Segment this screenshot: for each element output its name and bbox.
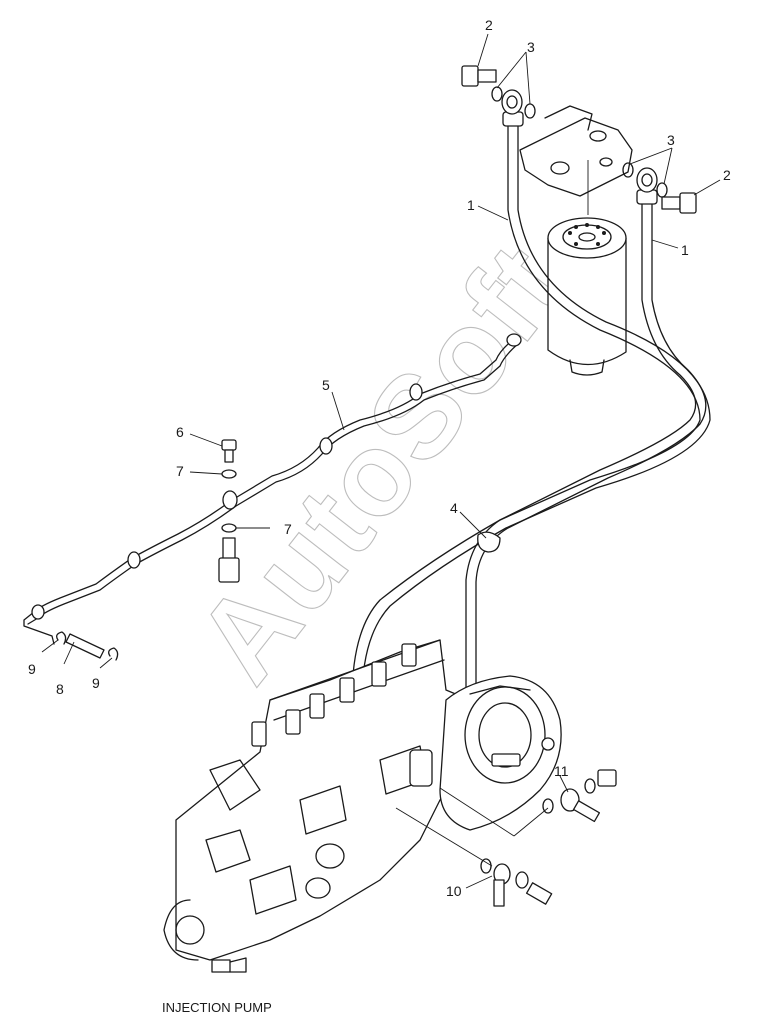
- hose-clips: [56, 631, 119, 661]
- leak-off-pipe: [23, 333, 522, 645]
- callout-6: 6: [176, 424, 184, 440]
- callout-1-right: 1: [681, 242, 689, 258]
- fuel-pipe-left: [346, 111, 711, 860]
- callout-10: 10: [446, 883, 462, 899]
- callout-4: 4: [450, 500, 458, 516]
- callout-11: 11: [554, 763, 569, 779]
- filter-head: [519, 105, 633, 215]
- callout-1-left: 1: [467, 197, 475, 213]
- callout-7-bottom: 7: [284, 521, 292, 537]
- inlet-banjo-fitting: [480, 858, 553, 907]
- injection-pump: [163, 639, 471, 973]
- governor-housing: [439, 675, 562, 831]
- diagram-caption: INJECTION PUMP: [162, 1000, 272, 1015]
- banjo-bolt-right: [661, 192, 697, 214]
- callout-2-top: 2: [485, 17, 493, 33]
- outlet-banjo-fitting: [542, 769, 617, 823]
- callout-9-right: 9: [92, 675, 100, 691]
- injector-nozzle: [218, 537, 240, 583]
- sealing-washers-top: [491, 86, 668, 198]
- fuel-filter: [547, 217, 627, 376]
- banjo-bolt-left: [461, 65, 497, 87]
- callout-9-left: 9: [28, 661, 36, 677]
- callout-5: 5: [322, 377, 330, 393]
- leak-off-hose: [65, 633, 105, 659]
- banjo-fittings-top: [501, 89, 658, 193]
- leader-lines: [41, 33, 721, 889]
- pipe-clamp: [477, 531, 501, 553]
- callout-3-top: 3: [527, 39, 535, 55]
- callout-2-right: 2: [723, 167, 731, 183]
- leak-off-bolt: [221, 439, 237, 463]
- callout-3-right: 3: [667, 132, 675, 148]
- callout-8: 8: [56, 681, 64, 697]
- watermark: AutoSoft: [171, 220, 591, 706]
- callout-7-top: 7: [176, 463, 184, 479]
